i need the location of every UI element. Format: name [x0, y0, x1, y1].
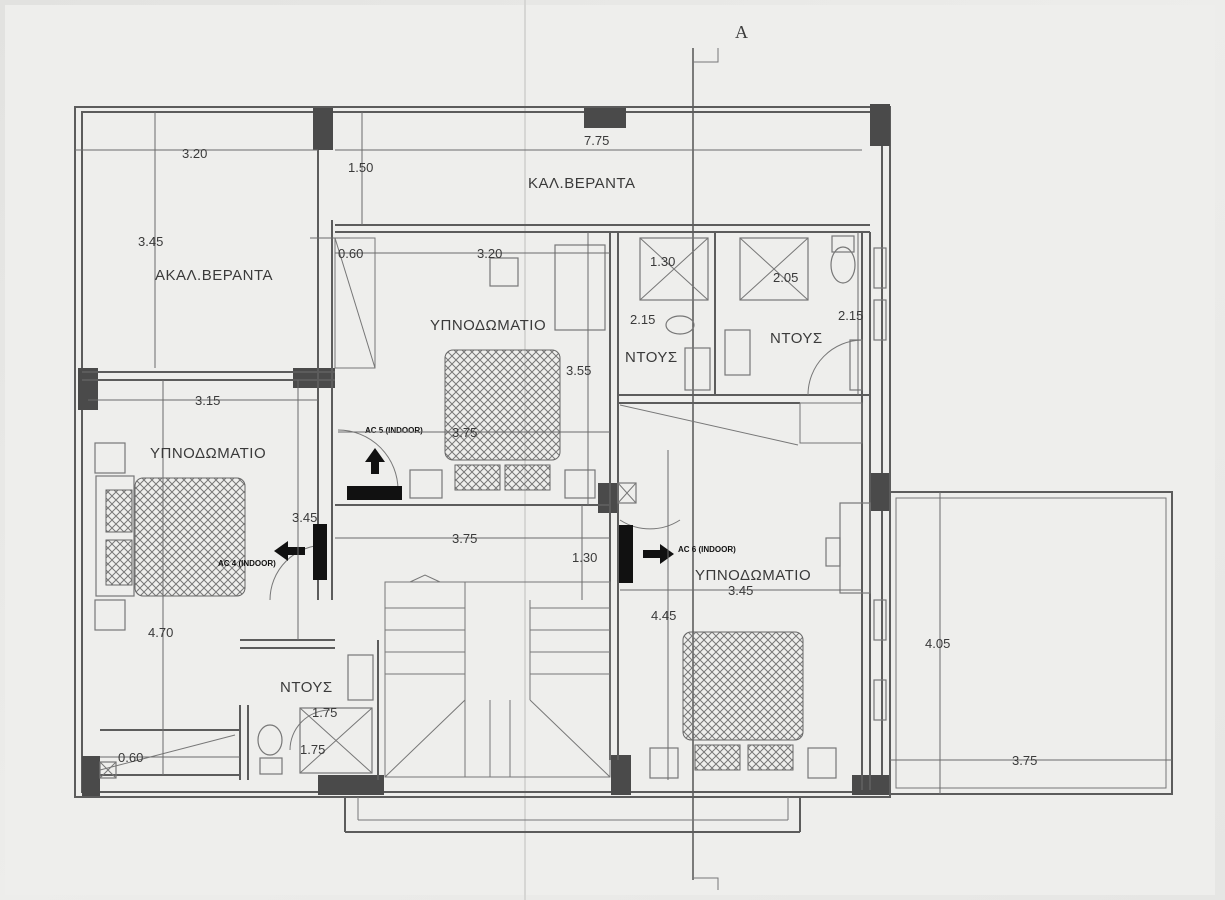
section-mark: A [735, 22, 748, 42]
ac-4-arrow [274, 541, 305, 561]
dim-shower-b-depth: 2.15 [838, 308, 863, 323]
ac-unit-6 [619, 525, 633, 583]
ac-unit-5 [347, 486, 402, 500]
dim-bedroom-left-height: 4.70 [148, 625, 173, 640]
dim-bedroom-right-width: 3.45 [728, 583, 753, 598]
dim-bottom-shower-d: 1.75 [300, 742, 325, 757]
ac-5-label: AC 5 (INDOOR) [365, 426, 423, 435]
interior-walls [82, 150, 871, 833]
ac-6-label: AC 6 (INDOOR) [678, 545, 736, 554]
ac-5-arrow [365, 448, 385, 474]
room-labels: ΑΚΑΛ.ΒΕΡΑΝΤΑ ΚΑΛ.ΒΕΡΑΝΤΑ ΥΠΝΟΔΩΜΑΤΙΟ ΥΠΝ… [150, 175, 823, 696]
dim-bedroom-top-width2: 3.75 [452, 425, 477, 440]
dim-bedroom-left-width: 3.15 [195, 393, 220, 408]
staircase [384, 574, 611, 778]
dim-right-terrace-width: 3.75 [1012, 753, 1037, 768]
ac-units: AC 5 (INDOOR) AC 4 (INDOOR) AC 6 (INDOOR… [218, 426, 736, 583]
room-label-covered-veranda: ΚΑΛ.ΒΕΡΑΝΤΑ [528, 175, 636, 192]
dim-bedroom-left-depth: 3.45 [292, 510, 317, 525]
right-terrace [889, 491, 1173, 795]
room-label-bedroom-top: ΥΠΝΟΔΩΜΑΤΙΟ [430, 317, 546, 334]
dim-veranda-depth: 1.50 [348, 160, 373, 175]
door-swings [269, 237, 863, 751]
section-line-a: A [692, 22, 748, 890]
dim-shower-a-depth: 2.15 [630, 312, 655, 327]
dim-bedroom-right-depth: 4.45 [651, 608, 676, 623]
room-label-shower-center: ΝΤΟΥΣ [625, 349, 678, 366]
ac-6-arrow [643, 544, 674, 564]
dim-gap-top: 0.60 [338, 246, 363, 261]
dimension-lines [75, 112, 1172, 794]
ac-4-label: AC 4 (INDOOR) [218, 559, 276, 568]
dim-top-total: 7.75 [584, 133, 609, 148]
ac-unit-4 [313, 524, 327, 580]
room-label-bedroom-right: ΥΠΝΟΔΩΜΑΤΙΟ [695, 567, 811, 584]
room-label-shower-bottom: ΝΤΟΥΣ [280, 679, 333, 696]
dim-bedroom-top-depth: 3.55 [566, 363, 591, 378]
room-label-shower-right: ΝΤΟΥΣ [770, 330, 823, 347]
dim-corridor-width: 3.75 [452, 531, 477, 546]
dim-shower-b-width: 2.05 [773, 270, 798, 285]
dim-bottom-shower-w: 1.75 [312, 705, 337, 720]
outer-walls [74, 106, 891, 798]
dim-gap-bottom: 0.60 [118, 750, 143, 765]
dim-left-veranda-depth: 3.45 [138, 234, 163, 249]
dim-corridor-depth: 1.30 [572, 550, 597, 565]
room-label-uncovered-veranda: ΑΚΑΛ.ΒΕΡΑΝΤΑ [155, 267, 273, 284]
dim-left-veranda-width: 3.20 [182, 146, 207, 161]
dim-bedroom-top-width: 3.20 [477, 246, 502, 261]
room-label-bedroom-left: ΥΠΝΟΔΩΜΑΤΙΟ [150, 445, 266, 462]
dimension-labels: 7.75 3.20 3.45 1.50 0.60 3.20 1.30 2.05 … [118, 133, 1037, 768]
dim-shower-a-width: 1.30 [650, 254, 675, 269]
dim-right-terrace-depth: 4.05 [925, 636, 950, 651]
